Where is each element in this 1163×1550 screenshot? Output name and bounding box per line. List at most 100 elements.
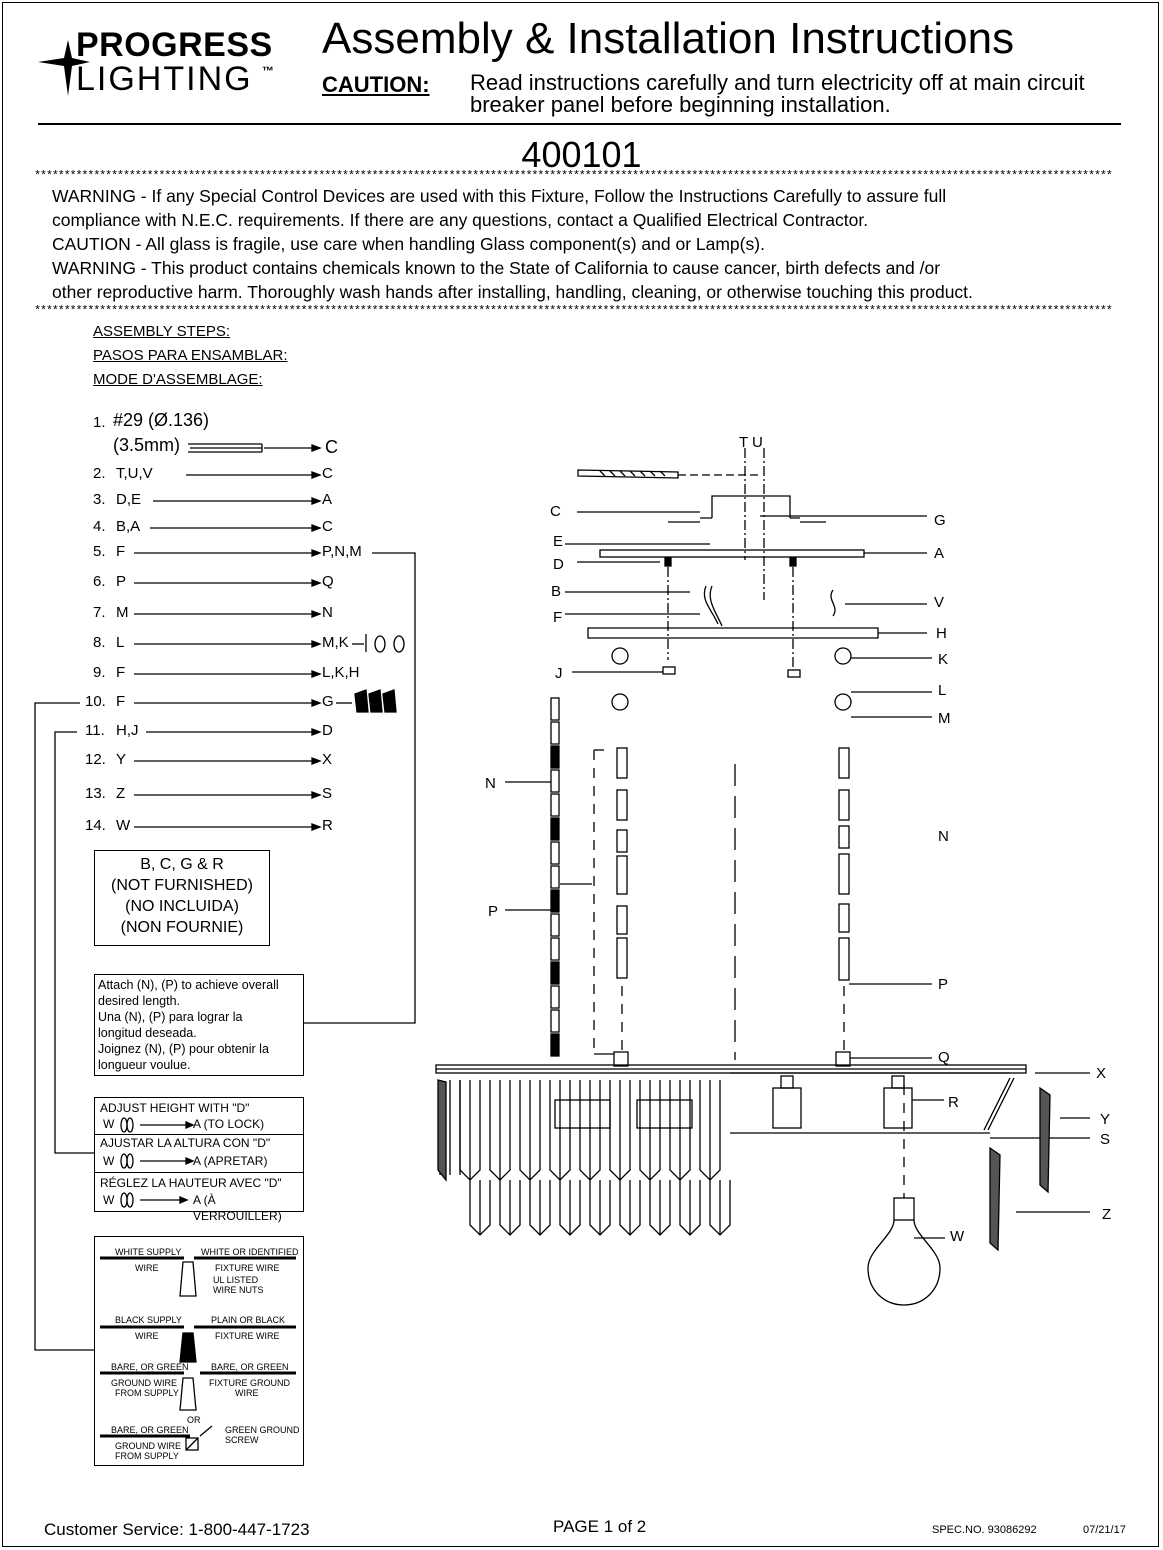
step-to: C <box>322 465 333 482</box>
not-furnished-es: (NO INCLUIDA) <box>125 898 239 915</box>
wiring-label: GROUND WIRE <box>111 1378 177 1388</box>
page-title: Assembly & Installation Instructions <box>322 14 1015 63</box>
label-n-right: N <box>938 828 949 845</box>
label-tu: T U <box>739 434 763 451</box>
adjust-title-en: ADJUST HEIGHT WITH "D" <box>100 1101 250 1115</box>
wiring-diagram-box: WHITE SUPPLY WIRE WHITE OR IDENTIFIED FI… <box>94 1236 304 1466</box>
length-note-box: Attach (N), (P) to achieve overall desir… <box>94 974 304 1076</box>
step-from: M <box>116 604 129 621</box>
wiring-label: GREEN GROUND <box>225 1425 300 1435</box>
length-note-line: Attach (N), (P) to achieve overall <box>98 978 279 992</box>
step-num: 14. <box>85 817 106 834</box>
step-num: 4. <box>93 518 106 535</box>
caution-label: CAUTION: <box>322 72 430 97</box>
label-l: L <box>938 682 947 699</box>
header-rule <box>38 123 1121 125</box>
step-num: 12. <box>85 751 106 768</box>
length-note-line: longueur voulue. <box>98 1058 191 1072</box>
length-note-line: Joignez (N), (P) pour obtenir la <box>98 1042 269 1056</box>
step-to: C <box>325 437 338 457</box>
step-from: B,A <box>116 518 141 535</box>
wiring-label: UL LISTED <box>213 1275 259 1285</box>
adjust-height-box: ADJUST HEIGHT WITH "D" W A (TO LOCK) AJU… <box>94 1097 304 1223</box>
step-num: 5. <box>93 543 106 560</box>
page-number: PAGE 1 of 2 <box>553 1517 647 1536</box>
label-m: M <box>938 710 951 727</box>
step-to: C <box>322 518 333 535</box>
step-from: F <box>116 543 126 560</box>
label-k: K <box>938 651 949 668</box>
step-num: 13. <box>85 785 106 802</box>
warning-line-5: other reproductive harm. Thoroughly wash… <box>52 282 973 302</box>
step-num: 2. <box>93 465 106 482</box>
wiring-label: FROM SUPPLY <box>115 1388 179 1398</box>
star-divider-bottom: ****************************************… <box>34 305 1113 317</box>
adjust-title-es: AJUSTAR LA ALTURA CON "D" <box>100 1136 271 1150</box>
step-num: 9. <box>93 664 106 681</box>
label-p-right: P <box>938 976 949 993</box>
wiring-label: FROM SUPPLY <box>115 1451 179 1461</box>
step-from: F <box>116 693 126 710</box>
warning-line-2: compliance with N.E.C. requirements. If … <box>52 210 869 230</box>
step-to: A <box>322 491 333 508</box>
step-from: L <box>116 634 125 651</box>
step-from: #29 (Ø.136) <box>113 410 210 430</box>
step-to: L,K,H <box>322 664 360 681</box>
label-x: X <box>1096 1065 1107 1082</box>
step-num: 7. <box>93 604 106 621</box>
label-z: Z <box>1102 1206 1112 1223</box>
step-num: 8. <box>93 634 106 651</box>
step-num: 6. <box>93 573 106 590</box>
adjust-w: W <box>103 1154 115 1168</box>
wiring-label: WIRE <box>235 1388 259 1398</box>
model-number: 400101 <box>521 134 642 175</box>
warning-line-1: WARNING - If any Special Control Devices… <box>52 186 947 206</box>
label-y: Y <box>1100 1111 1111 1128</box>
brand-line1: PROGRESS <box>76 26 273 64</box>
adjust-a: A (APRETAR) <box>193 1154 268 1168</box>
star-divider-top: ****************************************… <box>34 170 1113 182</box>
brand-line2: LIGHTING <box>76 60 253 98</box>
wiring-label: BARE, OR GREEN <box>111 1362 189 1372</box>
not-furnished-fr: (NON FOURNIE) <box>120 919 244 936</box>
label-e: E <box>553 533 564 550</box>
step-from-mm: (3.5mm) <box>113 435 180 455</box>
label-q: Q <box>938 1049 950 1066</box>
step-num: 3. <box>93 491 106 508</box>
spec-number: SPEC.NO. 93086292 <box>932 1524 1037 1536</box>
wiring-label: SCREW <box>225 1435 259 1445</box>
wiring-label: BARE, OR GREEN <box>211 1362 289 1372</box>
step-to: X <box>322 751 333 768</box>
wiring-label: WHITE SUPPLY <box>115 1247 182 1257</box>
label-w: W <box>950 1228 965 1245</box>
step-to: D <box>322 722 333 739</box>
label-r: R <box>948 1094 959 1111</box>
label-h: H <box>936 625 947 642</box>
not-furnished-box: B, C, G & R (NOT FURNISHED) (NO INCLUIDA… <box>94 850 270 946</box>
label-a: A <box>934 545 945 562</box>
caution-text: Read instructions carefully and turn ele… <box>470 70 1085 117</box>
length-note-line: desired length. <box>98 994 181 1008</box>
wiring-label: WHITE OR IDENTIFIED <box>201 1247 299 1257</box>
label-s: S <box>1100 1131 1111 1148</box>
customer-service: Customer Service: 1-800-447-1723 <box>44 1520 310 1539</box>
length-note-line: Una (N), (P) para lograr la <box>98 1010 243 1024</box>
assembly-header-es: PASOS PARA ENSAMBLAR: <box>93 347 288 364</box>
step-to: P,N,M <box>322 543 362 560</box>
wiring-label: OR <box>187 1415 201 1425</box>
length-note-line: longitud deseada. <box>98 1026 197 1040</box>
adjust-title-fr: RÉGLEZ LA HAUTEUR AVEC "D" <box>100 1176 282 1190</box>
not-furnished-parts: B, C, G & R <box>140 856 224 873</box>
step-num: 11. <box>85 722 105 739</box>
label-b: B <box>551 583 562 600</box>
wiring-label: FIXTURE WIRE <box>215 1263 280 1273</box>
not-furnished-en: (NOT FURNISHED) <box>111 877 253 894</box>
label-v: V <box>934 594 945 611</box>
step-to: M,K <box>322 634 349 651</box>
label-j: J <box>555 665 563 682</box>
wiring-label: FIXTURE GROUND <box>209 1378 290 1388</box>
adjust-a: A (À VERROUILLER) <box>193 1193 282 1223</box>
adjust-w: W <box>103 1193 115 1207</box>
label-c: C <box>550 503 561 520</box>
step-from: Z <box>116 785 126 802</box>
